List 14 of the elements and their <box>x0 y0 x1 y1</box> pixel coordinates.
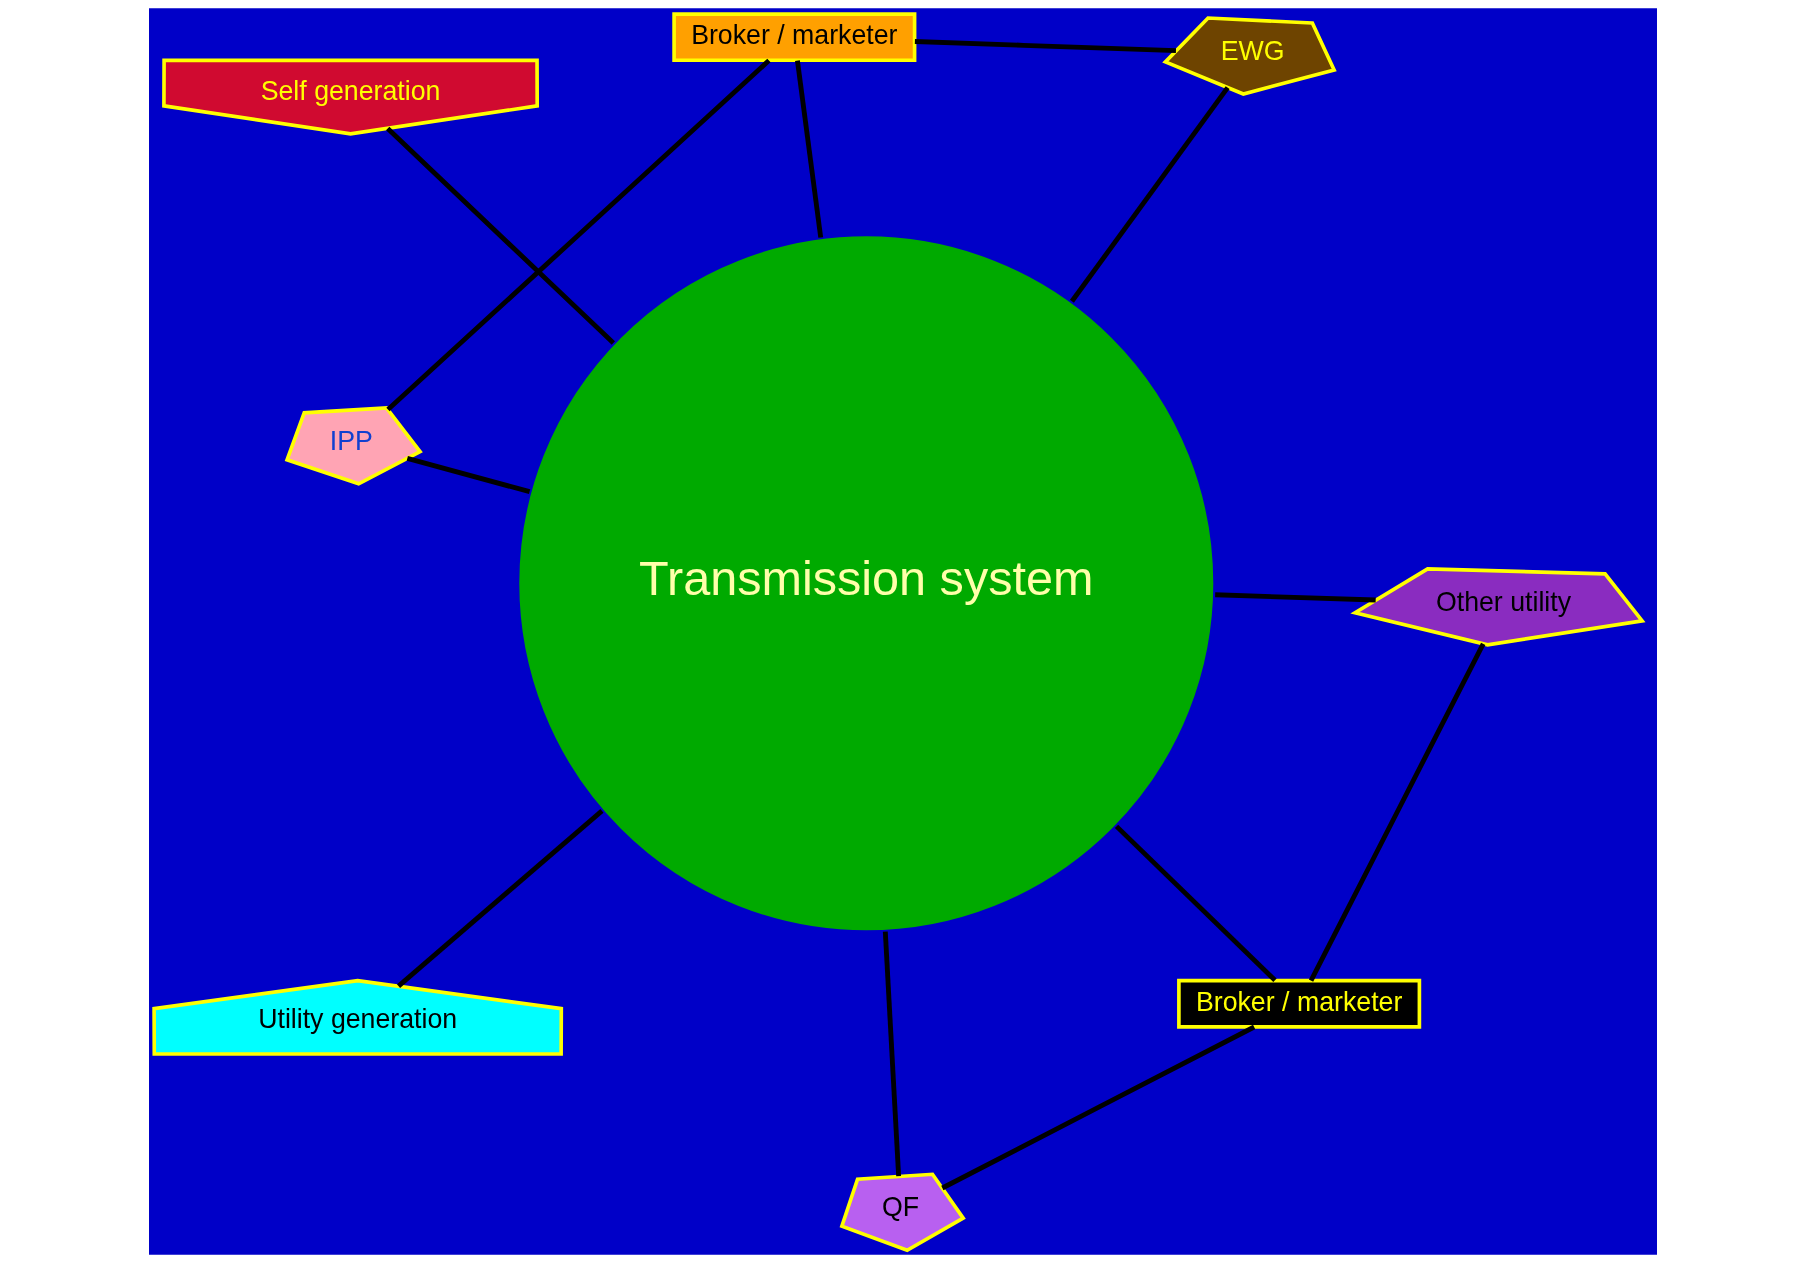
connector <box>794 60 823 238</box>
connector <box>385 58 771 412</box>
connector <box>1308 642 1485 982</box>
connector <box>1214 592 1376 603</box>
connector <box>396 809 604 988</box>
node-box: Broker / marketer <box>1176 978 1421 1029</box>
connector <box>940 1024 1255 1191</box>
connector <box>1069 86 1230 303</box>
connector <box>882 931 901 1177</box>
connector <box>385 126 615 345</box>
connector <box>1114 824 1277 983</box>
node-box: Broker / marketer <box>671 12 916 63</box>
connector <box>914 39 1176 54</box>
connector <box>406 456 530 495</box>
